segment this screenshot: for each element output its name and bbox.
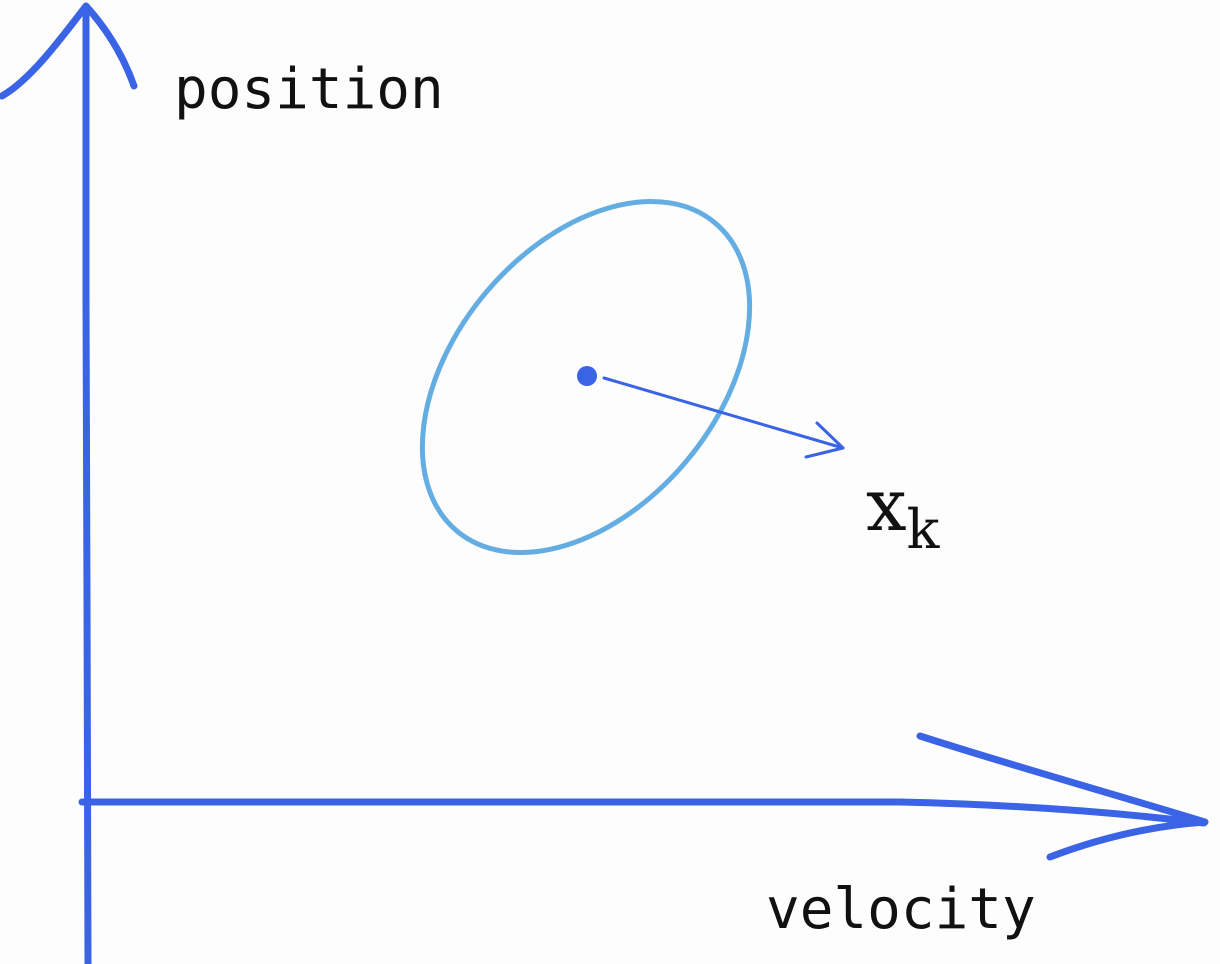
position-axis-line [82,4,92,964]
velocity-axis-line [78,798,1208,827]
state-vector-label: xk [866,463,941,561]
covariance-ellipse [419,199,753,555]
state-vector-subscript: k [907,498,941,561]
position-axis-label: position [174,57,444,122]
state-vector-line [602,376,845,450]
position-axis-arrowhead [0,2,138,100]
state-point [577,366,597,386]
velocity-axis-arrowhead [916,732,1209,861]
velocity-axis-label: velocity [766,877,1036,942]
state-vector-symbol: x [866,463,907,547]
state-vector-arrowhead [804,421,845,459]
